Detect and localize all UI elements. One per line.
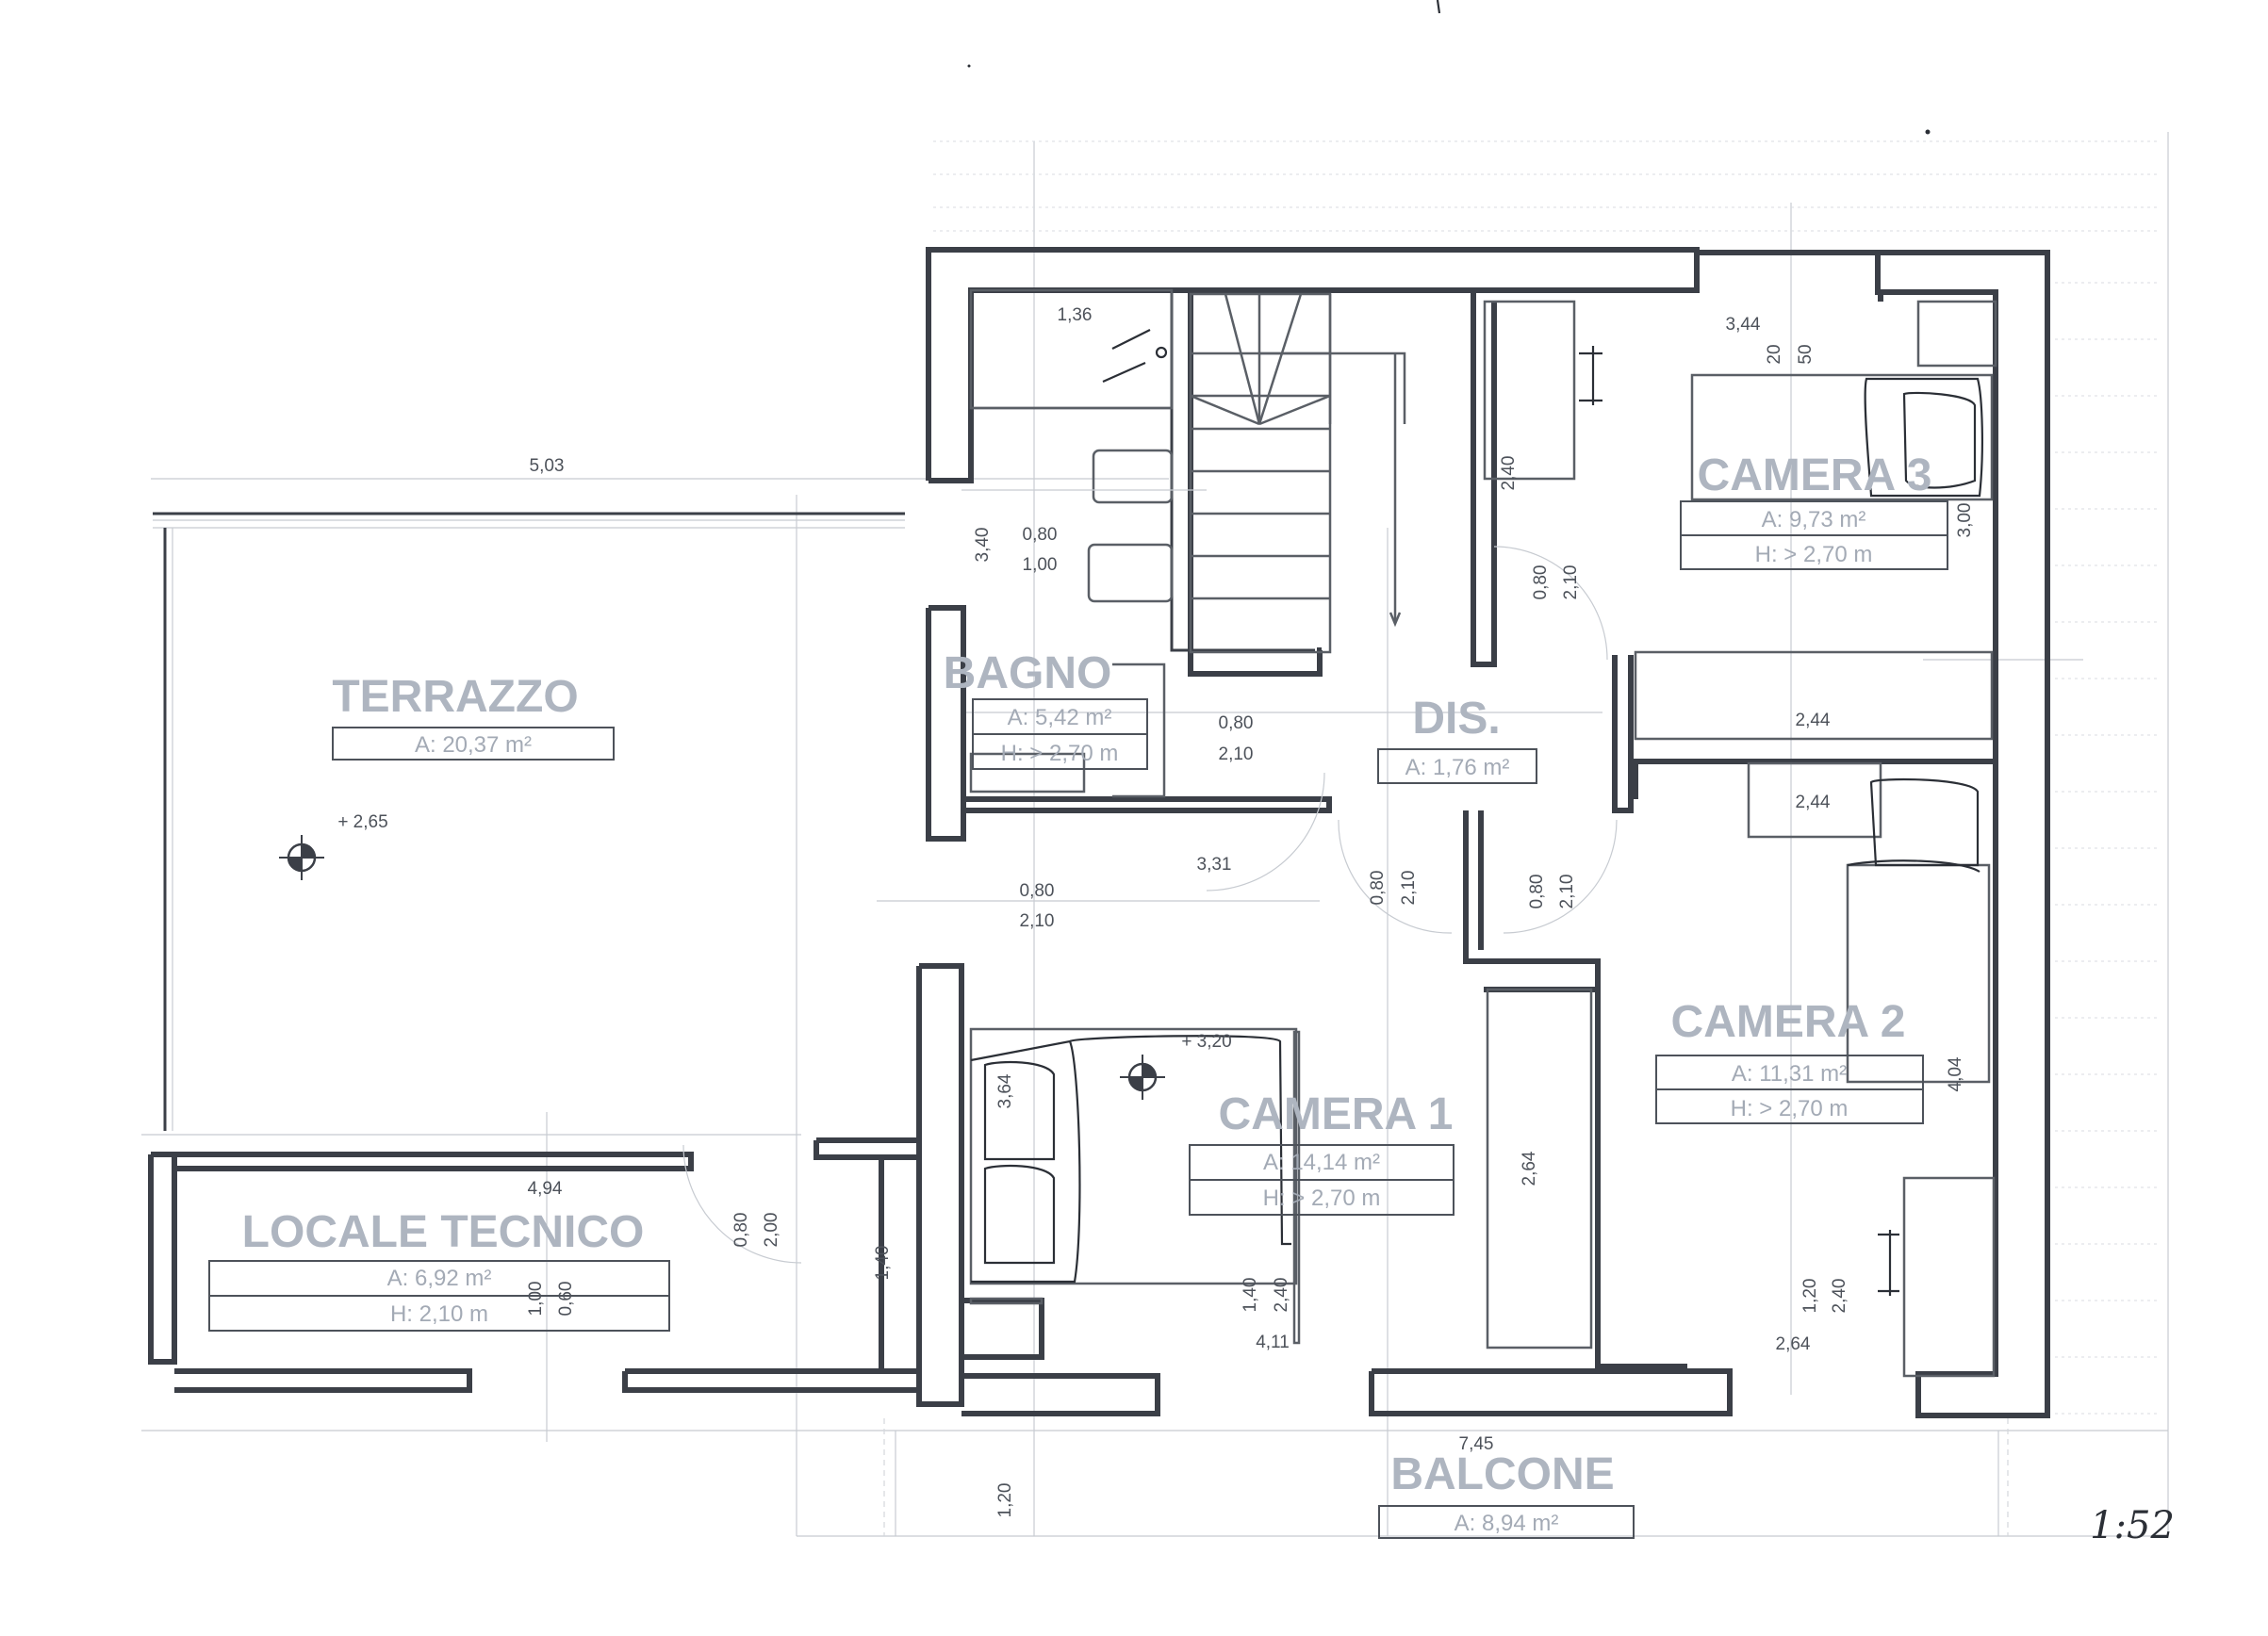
room-name: CAMERA 3 (1698, 450, 1932, 500)
dim-door-w: 0,80 (731, 1213, 751, 1248)
camera1-furniture (969, 1027, 1301, 1345)
dim-locale-width: 4,94 (528, 1179, 563, 1199)
dim-door-w: 0,80 (1020, 881, 1055, 901)
room-dis: DIS. A: 1,76 m² (1377, 694, 1537, 784)
bagno-fixtures (969, 288, 1174, 798)
scale-note: 1:52 (2090, 1504, 2175, 1547)
room-locale-tecnico: LOCALE TECNICO A: 6,92 m² H: 2,10 m (208, 1207, 670, 1332)
dim-win-high: 2,40 (1830, 1279, 1849, 1314)
dim-locale-win-b: 0,60 (556, 1282, 576, 1317)
walls (148, 247, 2050, 1418)
dim-door-w: 0,80 (1368, 871, 1388, 906)
stray-dot (1925, 129, 1931, 135)
door-swings (682, 489, 1618, 1264)
room-camera1: CAMERA 1 A: 14,14 m² H: > 2,70 m (1189, 1089, 1454, 1216)
room-area: A: 1,76 m² (1405, 755, 1510, 780)
dim-camera3-sill: 20 (1765, 344, 1784, 364)
stray-mark (1436, 0, 1441, 14)
dim-door-w: 0,80 (1531, 565, 1551, 600)
dim-win-low: 1,20 (1800, 1279, 1820, 1314)
dim-camera2-width: 2,64 (1776, 1334, 1811, 1354)
dim-door-h: 2,10 (1219, 744, 1254, 764)
dim-camera3-window: 50 (1796, 344, 1816, 364)
dim-win-high: 2,40 (1272, 1278, 1291, 1313)
room-camera2: CAMERA 2 A: 11,31 m² H: > 2,70 m (1655, 997, 1924, 1124)
dim-balcone-depth: 1,20 (995, 1483, 1015, 1518)
dim-balcone-width: 7,45 (1459, 1434, 1494, 1454)
room-name: TERRAZZO (332, 672, 578, 722)
room-area: A: 20,37 m² (415, 732, 532, 758)
dim-hall-len: 3,31 (1197, 855, 1232, 875)
camera3-furniture (1483, 300, 1997, 741)
dim-terrazzo-width: 5,03 (530, 456, 565, 476)
dim-closet-len: 2,40 (1499, 456, 1519, 491)
dim-step: 1,40 (873, 1246, 893, 1281)
room-area: A: 14,14 m² (1263, 1150, 1380, 1175)
dim-camera3-depth: 3,00 (1955, 503, 1975, 538)
level-marker-terrazzo (279, 835, 324, 880)
dim-camera1-depth: 3,64 (995, 1073, 1015, 1108)
dim-door-h: 2,10 (1020, 911, 1055, 931)
room-area: A: 11,31 m² (1732, 1061, 1847, 1087)
terrace-railing (153, 512, 2009, 1536)
room-height: H: > 2,70 m (1731, 1096, 1849, 1121)
room-balcone: BALCONE A: 8,94 m² (1378, 1449, 1635, 1539)
staircase (1189, 292, 1406, 654)
room-bagno: BAGNO A: 5,42 m² H: > 2,70 m (944, 648, 1148, 770)
dimension-labels-vertical: 3,40 2,40 0,80 2,10 20 50 3,00 0,80 2,10… (526, 344, 1975, 1517)
stray-dot (967, 64, 971, 68)
tile-hatching (933, 140, 2159, 1415)
dim-camera2-depth: 4,04 (1946, 1056, 1965, 1091)
room-height: H: > 2,70 m (1755, 542, 1873, 567)
room-area: A: 5,42 m² (1008, 705, 1112, 730)
room-area: A: 9,73 m² (1762, 507, 1866, 532)
room-name: CAMERA 1 (1219, 1089, 1454, 1139)
dim-camera1-width: 4,11 (1256, 1333, 1290, 1352)
room-name: LOCALE TECNICO (242, 1207, 645, 1257)
dim-door-w: 0,80 (1527, 875, 1547, 909)
camera2-furniture (1486, 761, 1996, 1378)
room-height: H: 2,10 m (390, 1301, 488, 1327)
room-height: H: > 2,70 m (1263, 1186, 1381, 1211)
dim-step: 1,40 (1241, 1278, 1260, 1313)
dim-terrazzo-elev: + 2,65 (337, 812, 387, 832)
dim-wardrobe-w: 2,44 (1796, 711, 1831, 730)
room-area: A: 6,92 m² (387, 1266, 492, 1291)
room-area: A: 8,94 m² (1454, 1511, 1559, 1536)
dim-door-w: 0,80 (1219, 713, 1254, 733)
dim-bagno-door-w: 0,80 (1023, 525, 1058, 545)
guide-lines (141, 132, 2169, 1537)
dim-door-h: 2,10 (1399, 871, 1419, 906)
room-name: CAMERA 2 (1671, 997, 1906, 1047)
dim-locale-win-a: 1,00 (526, 1282, 546, 1317)
room-terrazzo: TERRAZZO A: 20,37 m² (332, 672, 615, 761)
dim-locale-door: 2,00 (762, 1213, 781, 1248)
dim-camera3-width: 3,44 (1726, 315, 1761, 335)
room-name: BALCONE (1390, 1449, 1614, 1499)
dim-camera1-elev: + 3,20 (1181, 1032, 1231, 1052)
room-name: DIS. (1412, 694, 1500, 744)
dimension-labels: 5,03 1,36 0,80 1,00 0,80 2,10 3,31 0,80 … (337, 305, 1831, 1454)
dim-bagno-len: 3,40 (973, 528, 993, 563)
dim-door-h: 2,10 (1557, 875, 1577, 909)
room-height: H: > 2,70 m (1001, 741, 1119, 766)
room-name: BAGNO (944, 648, 1112, 698)
room-camera3: CAMERA 3 A: 9,73 m² H: > 2,70 m (1680, 450, 1948, 570)
level-marker-camera1 (1120, 1055, 1165, 1100)
dim-door-h: 2,10 (1561, 565, 1581, 600)
dim-wardrobe-w: 2,44 (1796, 793, 1831, 812)
dim-camera2-wardrobe: 2,64 (1520, 1151, 1539, 1186)
dim-bagno-door-h: 1,00 (1023, 555, 1058, 575)
dim-bagno-width: 1,36 (1058, 305, 1093, 325)
